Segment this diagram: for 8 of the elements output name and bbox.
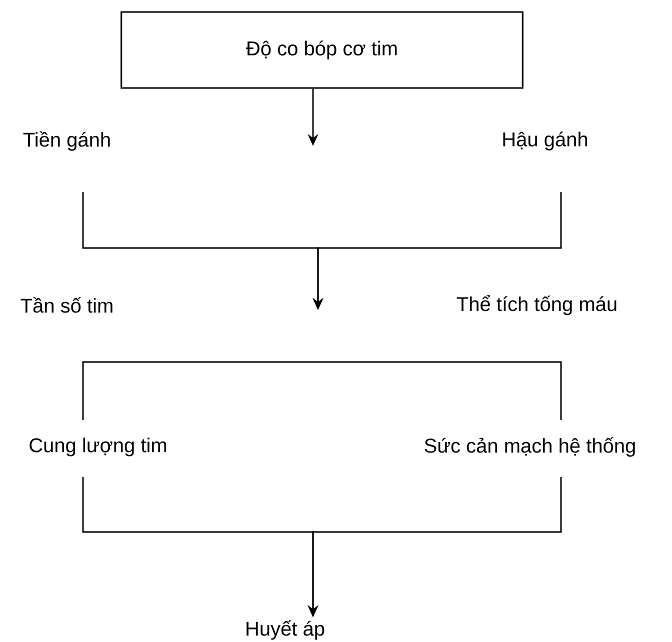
node-label: Hậu gánh xyxy=(503,132,588,150)
node-label: Sức cản mạch hệ thống xyxy=(424,437,635,457)
node-label: Tiền gánh xyxy=(23,131,110,151)
node-label: Cung lượng tim xyxy=(30,438,166,456)
node-label: Huyết áp xyxy=(246,620,324,640)
node-label: Thể tích tống máu xyxy=(456,294,616,316)
node-label: Tần số tim xyxy=(20,297,112,313)
process-box: Độ co bóp cơ tim xyxy=(120,11,524,89)
